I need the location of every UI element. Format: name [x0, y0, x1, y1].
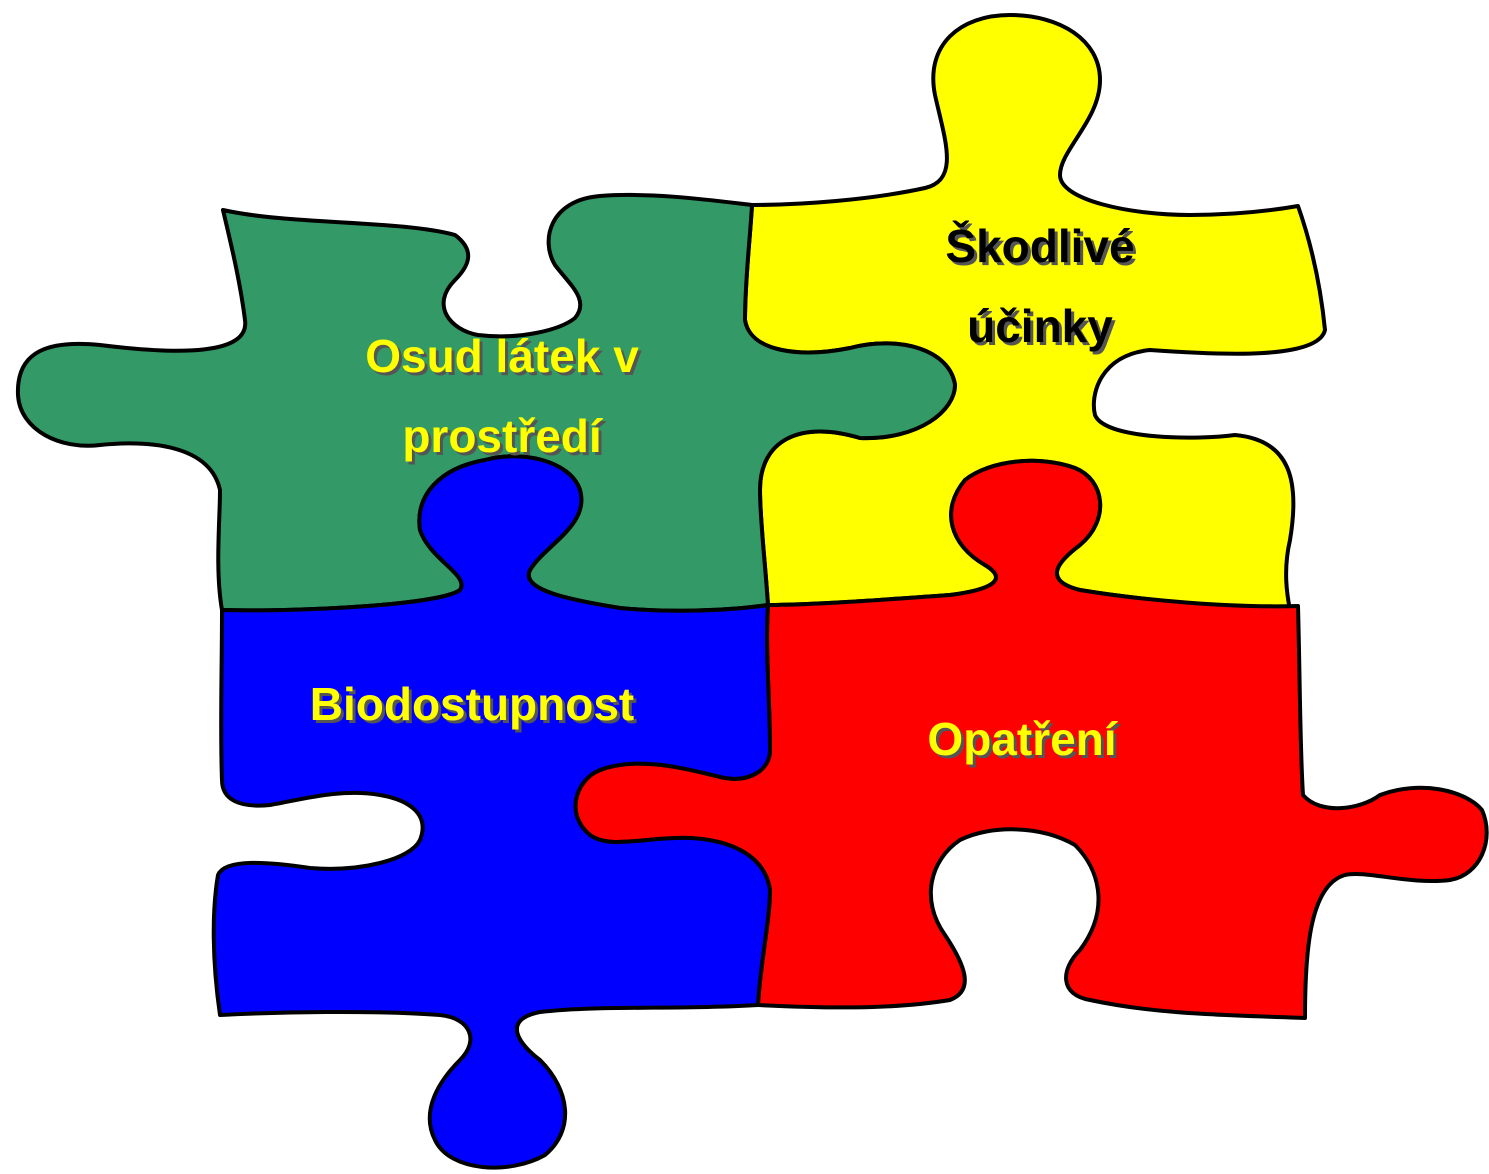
svg-text:účinky: účinky [967, 300, 1113, 352]
environment-fate-label-line-1: Osud látek v [365, 330, 639, 382]
svg-text:prostředí: prostředí [402, 410, 604, 462]
harmful-effects-label-line-1: Škodlivé [945, 220, 1134, 272]
svg-text:Opatření: Opatření [927, 713, 1118, 765]
bioavailability-label-line-1: Biodostupnost [310, 678, 635, 730]
bioavailability-label: Biodostupnost Biodostupnost [310, 678, 638, 733]
environment-fate-label-line-2: prostředí [402, 410, 604, 462]
svg-text:Škodlivé: Škodlivé [945, 220, 1134, 272]
svg-text:Osud látek v: Osud látek v [365, 330, 639, 382]
harmful-effects-label-line-2: účinky [967, 300, 1113, 352]
measures-label-line-1: Opatření [927, 713, 1118, 765]
svg-text:Biodostupnost: Biodostupnost [310, 678, 635, 730]
measures-label: Opatření Opatření [927, 713, 1121, 768]
